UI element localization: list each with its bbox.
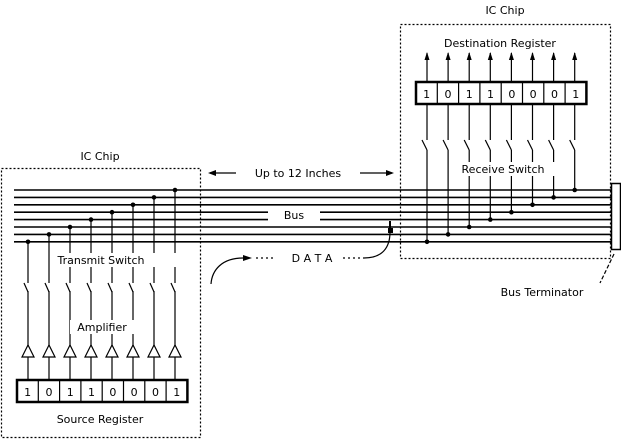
output-arrow-icon	[572, 52, 578, 60]
source-register-bit: 1	[88, 386, 95, 399]
source-register-bit: 0	[152, 386, 159, 399]
receive-switch	[484, 139, 491, 151]
amplifier-icon	[21, 343, 35, 358]
output-arrow-icon	[424, 52, 430, 60]
data-arrow-icon	[243, 255, 252, 261]
junction-dot	[466, 224, 472, 230]
destination-chip-title: IC Chip	[485, 4, 524, 17]
receive-switch	[442, 139, 449, 151]
amplifier-icon	[63, 343, 77, 358]
junction-dot	[109, 209, 115, 215]
source-chip-box	[0, 167, 202, 439]
receive-switch-label: Receive Switch	[462, 163, 545, 176]
data-flow-curve-right	[363, 231, 391, 259]
junction-dot	[67, 224, 73, 230]
destination-register-bit: 0	[508, 88, 515, 101]
output-arrow-icon	[487, 52, 493, 60]
destination-register-bit: 1	[466, 88, 473, 101]
receive-switch	[548, 139, 555, 151]
destination-register-bit: 0	[530, 88, 537, 101]
receive-switch	[526, 139, 534, 151]
receive-switch	[421, 139, 428, 151]
junction-dot	[172, 187, 178, 193]
amplifier-icon	[105, 343, 119, 358]
amplifier-icon	[147, 343, 161, 358]
destination-chip-box	[399, 23, 612, 260]
destination-register-bit: 1	[487, 88, 494, 101]
output-arrow-icon	[551, 52, 557, 60]
receive-switch	[505, 139, 512, 151]
destination-register-bit: 1	[423, 88, 430, 101]
arrow-left-icon	[208, 170, 216, 176]
junction-dot	[25, 239, 31, 245]
receive-switch	[463, 139, 470, 151]
transmit-switch	[86, 282, 92, 293]
amplifier-label-gap	[70, 320, 134, 334]
source-register-bit: 1	[173, 386, 180, 399]
source-register-label: Source Register	[57, 413, 144, 426]
amplifier-icon	[42, 343, 56, 358]
receive-label-gap	[450, 162, 560, 176]
destination-register-label: Destination Register	[444, 37, 556, 50]
source-register-bit: 0	[131, 386, 138, 399]
arrow-right-icon	[386, 170, 394, 176]
terminator-pointer	[599, 253, 615, 284]
transmit-switch	[23, 282, 29, 293]
junction-dot	[572, 187, 577, 193]
output-arrow-icon	[530, 52, 535, 60]
junction-dot	[151, 195, 157, 200]
source-register-bit: 0	[45, 386, 52, 399]
amplifier-icon	[126, 343, 140, 358]
output-arrow-icon	[466, 52, 472, 60]
amplifier-label: Amplifier	[77, 321, 127, 334]
source-chip-title: IC Chip	[80, 150, 119, 163]
transmit-label-gap	[60, 253, 180, 267]
junction-dot	[530, 202, 535, 208]
junction-dot	[488, 217, 493, 222]
amplifier-icon	[84, 343, 98, 358]
transmit-switch	[128, 282, 134, 293]
source-register-bit: 0	[109, 386, 116, 399]
output-arrow-icon	[445, 52, 451, 60]
data-flow-curve-left	[210, 257, 244, 285]
destination-register: 1 0 1 1 0 0 0 1	[414, 80, 588, 106]
output-arrow-icon	[508, 52, 514, 60]
transmit-switch	[107, 282, 113, 293]
source-register-bit: 1	[24, 386, 31, 399]
transmit-switch	[44, 282, 50, 293]
amplifier-icon	[168, 343, 182, 358]
junction-dot	[130, 202, 136, 208]
length-dimension	[208, 170, 394, 176]
data-probe-dot	[388, 228, 393, 233]
junction-dot	[445, 232, 451, 237]
source-register: 1 0 1 1 0 0 0 1	[15, 378, 189, 404]
data-label: D A T A	[292, 252, 333, 265]
source-columns	[21, 187, 182, 380]
destination-register-bit: 0	[551, 88, 558, 101]
destination-register-bit: 1	[572, 88, 579, 101]
destination-register-bit: 0	[444, 88, 451, 101]
transmit-switch	[149, 282, 155, 293]
transmit-switch-label: Transmit Switch	[56, 254, 144, 267]
bus-label-gap	[268, 208, 320, 222]
junction-dot	[424, 239, 430, 245]
transmit-switch	[65, 282, 71, 293]
bus-label: Bus	[284, 209, 305, 222]
junction-dot	[551, 195, 556, 200]
bus-terminator	[610, 182, 621, 251]
source-register-bit: 1	[67, 386, 74, 399]
length-label: Up to 12 Inches	[255, 167, 342, 180]
junction-dot	[509, 209, 514, 215]
terminator-label: Bus Terminator	[501, 286, 584, 299]
transmit-switch	[170, 282, 176, 293]
junction-dot	[88, 217, 94, 222]
receive-switch	[569, 139, 576, 151]
junction-dot	[46, 232, 52, 237]
